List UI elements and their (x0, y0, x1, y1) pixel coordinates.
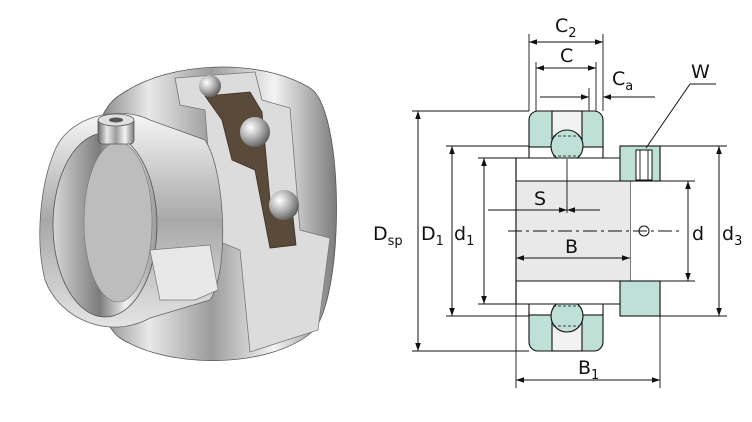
label-w: W (691, 61, 710, 83)
label-d1-upper: D1 (421, 223, 444, 249)
set-screw-w (635, 149, 653, 181)
bearing-3d-illustration (39, 66, 337, 361)
collar-bottom (619, 280, 661, 317)
label-ca: Ca (612, 68, 633, 94)
dimension-lines (415, 39, 722, 383)
ball-top (550, 129, 584, 163)
bore-inner (83, 141, 153, 303)
label-c: C (560, 45, 573, 67)
cross-section-drawing: C2 C Ca W Dsp D1 d1 S B d d3 (373, 15, 742, 388)
dim-w-leader (645, 83, 691, 149)
label-dsp: Dsp (373, 223, 403, 249)
label-b: B (565, 236, 578, 258)
ball (240, 117, 270, 147)
label-b1: B1 (578, 357, 599, 383)
inner-ring-section (149, 244, 219, 301)
label-d1-lower: d1 (454, 223, 474, 249)
ball (269, 190, 299, 220)
ball (199, 75, 221, 97)
set-screw (97, 113, 135, 145)
label-c2: C2 (555, 15, 577, 41)
label-d: d (692, 223, 704, 245)
label-d3: d3 (722, 223, 742, 249)
ball-bottom (550, 299, 584, 333)
label-s: S (534, 188, 546, 210)
outer-ring-section (174, 71, 331, 353)
